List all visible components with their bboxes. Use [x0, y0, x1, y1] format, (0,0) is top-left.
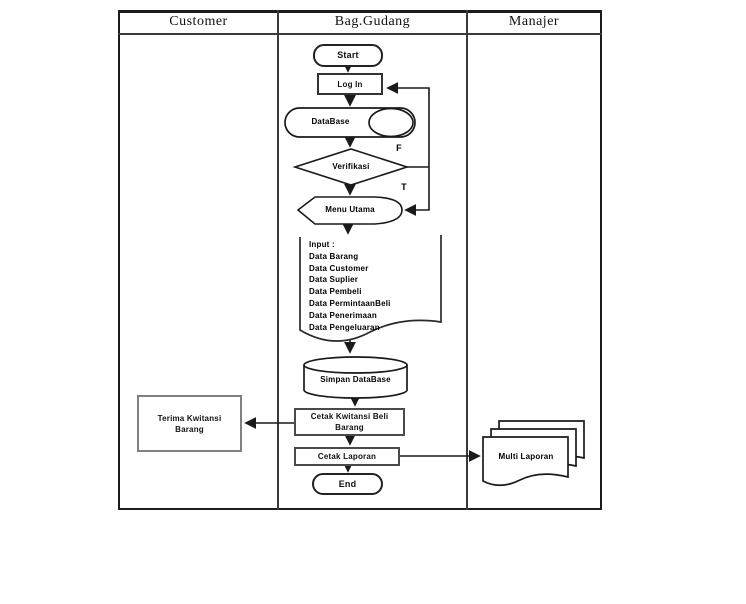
print-receipt-label-1: Cetak Kwitansi Beli [310, 412, 389, 421]
swimlane-frame [118, 10, 602, 510]
start-terminator: Start [313, 44, 383, 67]
menu-display-shape [296, 196, 403, 225]
header-separator [118, 33, 602, 35]
receive-receipt-label-1: Terima Kwitansi [157, 413, 222, 423]
arrow-branch-true-to-menu [404, 167, 430, 216]
input-doc-item: Data Barang [309, 251, 359, 261]
database-drum-shape [284, 107, 416, 138]
input-doc-item: Data PermintaanBeli [309, 298, 391, 308]
lane-title-customer: Customer [169, 14, 228, 29]
lane-title-bag-gudang: Bag.Gudang [334, 14, 411, 29]
database-label: DataBase [311, 117, 350, 126]
branch-true-label: T [401, 182, 407, 192]
lane-divider-2 [466, 10, 468, 510]
login-label: Log In [337, 79, 363, 89]
print-receipt-process: Cetak Kwitansi Beli Barang [294, 408, 405, 436]
lane-divider-1 [277, 10, 279, 510]
savedb-cylinder-shape [303, 356, 408, 399]
multi-report-label: Multi Laporan [498, 451, 554, 461]
receive-receipt-process: Terima Kwitansi Barang [137, 395, 242, 452]
print-receipt-label-2: Barang [335, 423, 364, 432]
arrow-branch-false-to-login [386, 82, 430, 167]
multi-report-shape [482, 420, 585, 487]
savedb-label: Simpan DataBase [320, 375, 391, 384]
input-document-text: Input : Data Barang Data Customer Data S… [309, 239, 439, 333]
start-label: Start [337, 50, 359, 60]
receive-receipt-label-2: Barang [175, 424, 204, 434]
input-doc-item: Data Suplier [309, 275, 359, 285]
branch-false-label: F [396, 143, 402, 153]
input-doc-item: Data Penerimaan [309, 310, 377, 320]
input-doc-item: Data Customer [309, 263, 369, 273]
end-label: End [338, 478, 357, 489]
lane-title-manajer: Manajer [508, 14, 560, 29]
menu-label: Menu Utama [325, 205, 375, 214]
input-doc-item: Data Pembeli [309, 287, 362, 297]
input-doc-item: Data Pengeluaran [309, 322, 380, 332]
login-process: Log In [317, 73, 383, 95]
verify-label: Verifikasi [332, 162, 370, 171]
input-doc-title: Input : [309, 240, 335, 249]
input-document-shape [299, 235, 442, 342]
print-report-process: Cetak Laporan [294, 447, 400, 466]
print-report-label: Cetak Laporan [317, 452, 377, 461]
verify-diamond-shape [292, 148, 410, 186]
end-terminator: End [312, 473, 383, 495]
